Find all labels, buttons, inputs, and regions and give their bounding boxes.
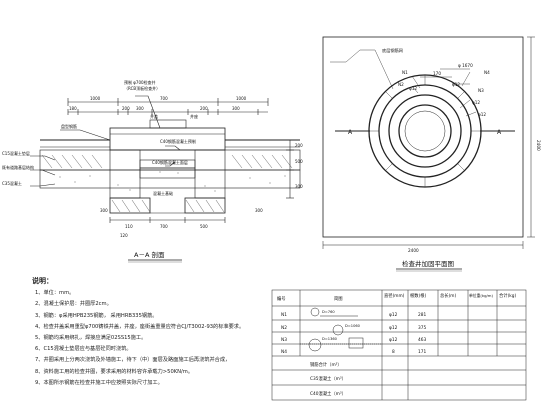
- td-n3-sketch: D=1360: [322, 337, 338, 341]
- th-total: 合计(kg): [499, 292, 516, 299]
- td-n4-dia: 8: [392, 349, 395, 355]
- plan-annotations: 底层钢筋网 A A 2400 2400 N1 N2 N3 N4 φ12 φ12 …: [348, 47, 541, 253]
- td-n1-id: N1: [281, 312, 287, 318]
- note-6: 6、C15混凝土垫层应与基层砼同时浇筑。: [35, 346, 132, 353]
- th-unit: 单位重(kg/m): [469, 293, 493, 298]
- ring-inner: [404, 110, 446, 152]
- label-c35-base: C35混凝土: [2, 180, 22, 186]
- td-n3-dia: φ12: [389, 337, 398, 343]
- notes-block: 说明： 1、单位：mm。 2、混凝土保护层：井圈厚2cm。 3、钢筋：φ采用HP…: [32, 276, 272, 389]
- label-rebar-n: C40钢筋混凝土面层: [152, 159, 188, 165]
- plan-bar-2: φ12: [452, 82, 460, 87]
- note-3: 3、钢筋：φ采用HPB235钢筋， 采用HRB335钢筋。: [35, 312, 158, 319]
- section-title: A－A 剖面: [134, 250, 165, 259]
- tf-c35: C35混凝土（m³）: [310, 375, 346, 382]
- notes-title: 说明：: [32, 277, 53, 285]
- plan-section-mark-left: A: [348, 129, 353, 136]
- table-text: 编号 简图 直径(mm) 根数(根) 总长(m) 单位重(kg/m) 合计(kg…: [277, 292, 516, 397]
- ring-n1: [398, 104, 452, 158]
- plan-width-label: 2400: [408, 248, 419, 253]
- dim-top-700: 700: [160, 96, 168, 101]
- dim-top-200-b: 200: [200, 106, 208, 111]
- th-id: 编号: [277, 295, 286, 302]
- dim-bot-110: 110: [125, 224, 133, 229]
- dim-right-300: 300: [295, 184, 303, 189]
- td-n3-id: N3: [281, 337, 287, 343]
- label-c15-cushion: C15混凝土垫层: [2, 150, 30, 156]
- td-n1-sketch: D=760: [322, 310, 335, 314]
- plan-ring-dim-1: 170: [433, 71, 441, 76]
- dim-bot-500: 500: [200, 224, 208, 229]
- dim-top-300-a: 300: [136, 106, 144, 111]
- note-8: 8、资料施工用的检查井图，要求采用的材料容许承载力>50KN/m。: [35, 368, 194, 375]
- plan-outline: [322, 36, 524, 238]
- td-n4-id: N4: [281, 349, 287, 355]
- dim-right-200: 200: [295, 143, 303, 148]
- dim-top-1000-right: 1000: [236, 96, 247, 101]
- section-view: [30, 95, 301, 223]
- th-sketch: 简图: [334, 295, 343, 302]
- dim-top-180: 180: [69, 106, 77, 111]
- dim-bot-120: 120: [120, 233, 128, 238]
- dim-right-500: 500: [295, 159, 303, 164]
- note-9: 9、本图所示钢筋在检查井施工中应按照实际尺寸加工。: [35, 379, 163, 386]
- plan-n1: N1: [402, 70, 408, 75]
- dim-bot-700: 700: [160, 224, 168, 229]
- plan-bar-3: φ12: [472, 100, 480, 105]
- dim-top-200-a: 200: [122, 106, 130, 111]
- plan-height-label: 2400: [536, 140, 541, 151]
- note-4: 4、检查井盖采用重型φ700铸铁井盖，井座，座街盖重量应符合CJ/T3002-9…: [35, 323, 245, 330]
- th-dia: 直径(mm): [384, 292, 405, 299]
- plan-bar-4: φ12: [478, 112, 486, 117]
- td-n2-count: 375: [418, 325, 426, 331]
- label-plaster: 盘型钢筋: [61, 123, 77, 129]
- plan-leader-label: 底层钢筋网: [382, 47, 403, 54]
- tf-rebar: 钢筋合计（m³）: [310, 361, 342, 368]
- note-7: 7、井圈采用上分两次浇筑及外墙施工，待下（中）面层及路面施工后再浇筑并合成，: [35, 357, 231, 364]
- section-annotations: 预制 φ700检查井 （RCB顶板检查井） 盘型钢筋 C40钢筋混凝土预制 C4…: [2, 79, 303, 238]
- dim-bot-300b: 300: [100, 208, 108, 213]
- plan-n2: N2: [398, 82, 404, 87]
- label-pipe-cover: 预制 φ700检查井: [124, 79, 156, 85]
- rebar-table: [271, 289, 527, 401]
- note-5: 5、钢筋均采用绑扎，焊接应满足02SS15施工。: [35, 335, 147, 342]
- td-n3-count: 463: [418, 337, 426, 343]
- td-n4-count: 171: [418, 349, 426, 355]
- td-n1-dia: φ12: [389, 312, 398, 318]
- th-count: 根数(根): [410, 292, 427, 299]
- plan-bar-1: φ12: [409, 86, 417, 91]
- th-len: 总长(m): [440, 292, 456, 299]
- label-well-seat: 井座: [190, 113, 198, 119]
- label-drop: 混凝土基础: [153, 190, 173, 196]
- ring-n3: [378, 84, 472, 178]
- plan-view: [322, 36, 535, 249]
- dim-top-1000-left: 1000: [90, 96, 101, 101]
- label-cover-beam: （RCB顶板检查井）: [124, 85, 160, 91]
- note-1: 1、单位：mm。: [35, 290, 75, 297]
- td-n2-dia: φ12: [389, 325, 398, 331]
- plan-n4: N4: [484, 70, 490, 75]
- dim-top-300-b: 300: [232, 106, 240, 111]
- plan-outer-dia: φ 1670: [458, 63, 473, 68]
- td-n1-count: 281: [418, 312, 426, 318]
- label-well-wall: 井盖: [150, 113, 158, 119]
- label-pave-top: C40钢筋混凝土预制: [160, 138, 196, 144]
- plan-title: 检查井加固平面图: [402, 259, 454, 268]
- dim-bot-300: 300: [255, 208, 263, 213]
- plan-section-mark-right: A: [497, 129, 502, 136]
- note-2: 2、混凝土保护层：井圈厚2cm。: [35, 301, 112, 308]
- td-n2-id: N2: [281, 325, 287, 331]
- tf-c40: C40混凝土（m³）: [310, 390, 346, 397]
- ring-n2: [388, 94, 462, 168]
- label-existing-road: 既有道路基层结构: [2, 164, 34, 170]
- td-n2-sketch: D=1060: [345, 324, 361, 328]
- plan-n3: N3: [478, 88, 484, 93]
